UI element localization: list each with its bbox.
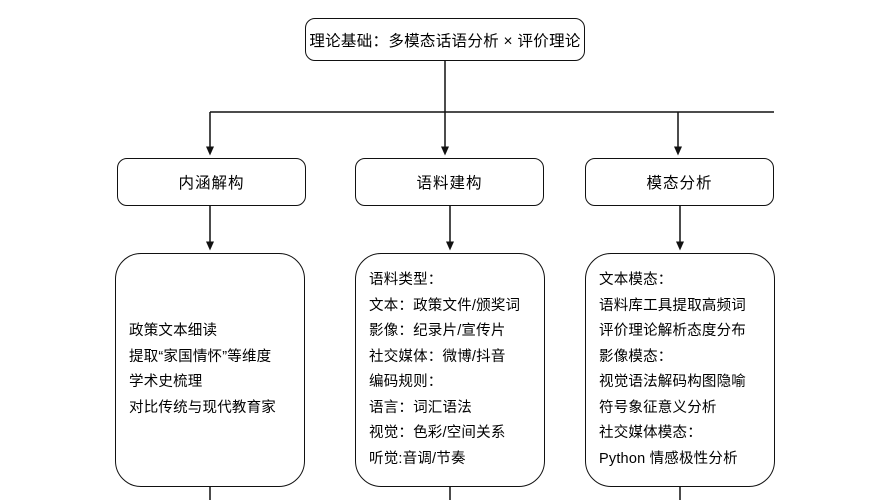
node-body-connotation-deconstruction[interactable]: 政策文本细读 提取“家国情怀”等维度 学术史梳理 对比传统与现代教育家	[115, 253, 305, 487]
body-2-line: 文本：政策文件/颁奖词	[369, 297, 521, 314]
body-2-line: 听觉:音调/节奏	[369, 450, 466, 467]
body-2-line: 语言：词汇语法	[369, 399, 472, 416]
body-2-lines: 语料类型： 文本：政策文件/颁奖词 影像：纪录片/宣传片 社交媒体：微博/抖音 …	[369, 268, 544, 472]
node-branch-corpus-construction[interactable]: 语料建构	[355, 158, 544, 206]
node-body-modality-analysis[interactable]: 文本模态： 语料库工具提取高频词 评价理论解析态度分布 影像模态： 视觉语法解码…	[585, 253, 775, 487]
body-3-line: Python 情感极性分析	[599, 450, 738, 467]
body-2-line: 社交媒体：微博/抖音	[369, 348, 506, 365]
body-3-lines: 文本模态： 语料库工具提取高频词 评价理论解析态度分布 影像模态： 视觉语法解码…	[599, 268, 774, 472]
body-3-line: 社交媒体模态：	[599, 425, 702, 441]
body-1-line: 提取“家国情怀”等维度	[129, 348, 272, 365]
node-branch-1-label: 内涵解构	[178, 175, 245, 192]
body-3-line: 评价理论解析态度分布	[599, 323, 746, 339]
node-branch-connotation-deconstruction[interactable]: 内涵解构	[117, 158, 306, 206]
node-branch-modality-analysis[interactable]: 模态分析	[585, 158, 774, 206]
node-theoretical-foundation-label: 理论基础：多模态话语分析 × 评价理论	[309, 32, 581, 50]
body-2-line: 编码规则：	[369, 374, 443, 390]
node-body-corpus-construction[interactable]: 语料类型： 文本：政策文件/颁奖词 影像：纪录片/宣传片 社交媒体：微博/抖音 …	[355, 253, 545, 487]
body-2-line: 视觉：色彩/空间关系	[369, 425, 506, 441]
body-2-line: 影像：纪录片/宣传片	[369, 323, 506, 339]
node-branch-3-label: 模态分析	[646, 175, 713, 192]
body-1-line: 学术史梳理	[129, 374, 203, 390]
body-3-line: 文本模态：	[599, 272, 673, 288]
body-1-lines: 政策文本细读 提取“家国情怀”等维度 学术史梳理 对比传统与现代教育家	[129, 319, 304, 421]
body-3-line: 影像模态：	[599, 348, 673, 365]
body-3-line: 视觉语法解码构图隐喻	[599, 374, 746, 390]
node-branch-2-label: 语料建构	[416, 175, 483, 192]
node-theoretical-foundation[interactable]: 理论基础：多模态话语分析 × 评价理论	[305, 18, 585, 61]
body-1-line: 对比传统与现代教育家	[129, 399, 276, 416]
body-1-line: 政策文本细读	[129, 323, 218, 339]
body-3-line: 语料库工具提取高频词	[599, 297, 746, 314]
body-3-line: 符号象征意义分析	[599, 399, 717, 416]
body-2-line: 语料类型：	[369, 272, 443, 288]
